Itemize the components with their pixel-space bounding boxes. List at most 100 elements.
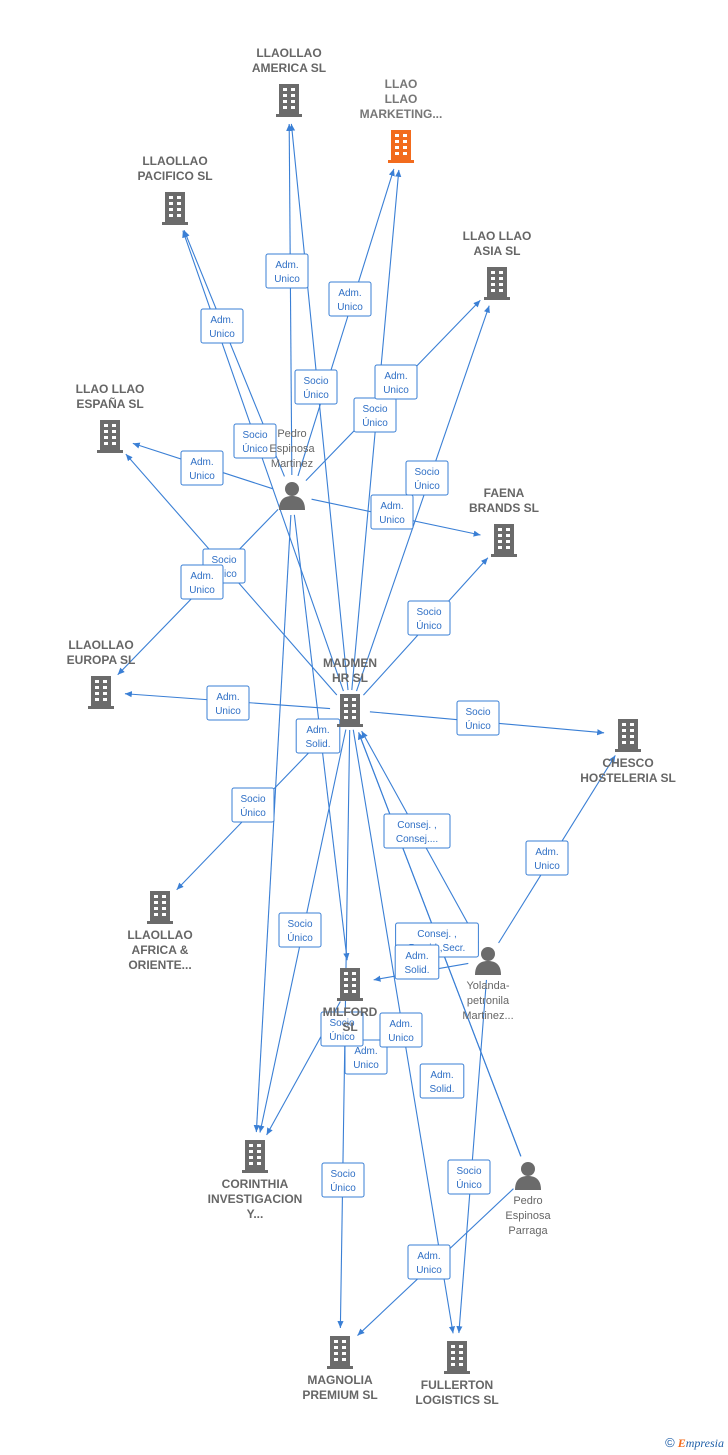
relationship-label-line: Adm. (384, 371, 407, 382)
copyright-symbol: © (665, 1435, 675, 1450)
node-label-line: LLAOLLAO (68, 638, 133, 652)
relationship-label-line: Adm. (380, 501, 403, 512)
node-label-line: Pedro (277, 428, 306, 440)
relationship-label-line: Adm. (338, 288, 361, 299)
relationship-label-line: Socio (414, 467, 439, 478)
node-label-line: Martinez (271, 458, 313, 470)
node-label-line: Y... (247, 1207, 264, 1221)
building-icon (615, 719, 641, 752)
relationship-label-line: Unico (383, 385, 409, 396)
node-label-line: AMERICA SL (252, 61, 326, 75)
relationship-badge[interactable]: Adm.Unico (206, 685, 250, 721)
relationship-label-line: Unico (337, 302, 363, 313)
person-icon (279, 482, 305, 510)
relationship-label-line: Socio (330, 1169, 355, 1180)
relationship-badge[interactable]: Adm. Unico (344, 1039, 388, 1075)
node-label-line: Espinosa (269, 443, 315, 455)
relationship-badge[interactable]: Adm.Unico (525, 840, 569, 876)
node-label-line: LLAO LLAO (463, 229, 532, 243)
relationship-badge[interactable]: Adm. Unico (180, 564, 224, 600)
relationship-label-line: Adm. (275, 260, 298, 271)
node-label-line: HOSTELERIA SL (580, 771, 676, 785)
relationship-label-line: Unico (215, 706, 241, 717)
relationship-label-line: Unico (353, 1060, 379, 1071)
relationship-label-line: Unico (388, 1033, 414, 1044)
relationship-label-line: Solid. (305, 739, 330, 750)
relationship-label-line: Unico (416, 1265, 442, 1276)
building-icon (147, 891, 173, 924)
relationship-badge[interactable]: Adm.Unico (370, 494, 414, 530)
relationship-badge[interactable]: Adm. Unico (328, 281, 372, 317)
building-icon (388, 130, 414, 163)
person-node[interactable]: Yolanda-petronilaMartinez... (462, 947, 514, 1022)
node-label-line: LLAOLLAO (142, 154, 207, 168)
node-label-line: LLAOLLAO (127, 928, 192, 942)
relationship-labels-layer: Adm.UnicoSocioÚnicoAdm.UnicoSocioÚnicoAd… (180, 253, 569, 1280)
relationship-badge[interactable]: Adm. Unico (374, 364, 418, 400)
building-icon (491, 524, 517, 557)
relationship-label-line: Unico (189, 585, 215, 596)
relationship-label-line: Adm. (354, 1046, 377, 1057)
relationship-badge[interactable]: Adm.Solid. (295, 718, 341, 754)
relationship-label-line: Consej. , (397, 820, 436, 831)
building-icon (276, 84, 302, 117)
relationship-label-line: Adm. (190, 571, 213, 582)
relationship-badge[interactable]: Adm.Solid. (419, 1063, 465, 1099)
relationship-label-line: Adm. (405, 951, 428, 962)
relationship-label-line: Unico (534, 861, 560, 872)
relationship-label-line: Socio (362, 404, 387, 415)
building-icon (327, 1336, 353, 1369)
relationship-badge[interactable]: Adm.Unico (265, 253, 309, 289)
relationship-badge[interactable]: Adm.Unico (407, 1244, 451, 1280)
relationship-label-line: Único (414, 479, 440, 492)
node-label-line: INVESTIGACION (208, 1192, 303, 1206)
relationship-label-line: Consej.... (396, 834, 438, 845)
node-label-line: Yolanda- (466, 980, 509, 992)
relationship-label-line: Socio (211, 555, 236, 566)
person-icon (515, 1162, 541, 1190)
relationship-label-line: Socio (287, 919, 312, 930)
node-label-line: PACIFICO SL (137, 169, 212, 183)
node-label-line: EUROPA SL (67, 653, 136, 667)
relationship-badge[interactable]: Adm.Solid. (394, 944, 440, 980)
relationship-label-line: Socio (416, 607, 441, 618)
relationship-label-line: Consej. , (417, 929, 456, 940)
company-node[interactable]: CORINTHIAINVESTIGACIONY... (208, 1140, 303, 1221)
company-node[interactable]: LLAOLLAOMARKETING... (360, 77, 443, 163)
relationship-label-line: Adm. (389, 1019, 412, 1030)
node-label-line: MARKETING... (360, 107, 443, 121)
building-icon (97, 420, 123, 453)
relationship-badge[interactable]: Adm.Unico (200, 308, 244, 344)
node-label-line: LLAOLLAO (256, 46, 321, 60)
node-label-line: MADMEN (323, 656, 377, 670)
relationship-badge[interactable]: Adm. Unico (379, 1012, 423, 1048)
relationship-badge[interactable]: Adm.Unico (180, 450, 224, 486)
relationship-badge[interactable]: Consej. , Consej.... (383, 813, 451, 849)
